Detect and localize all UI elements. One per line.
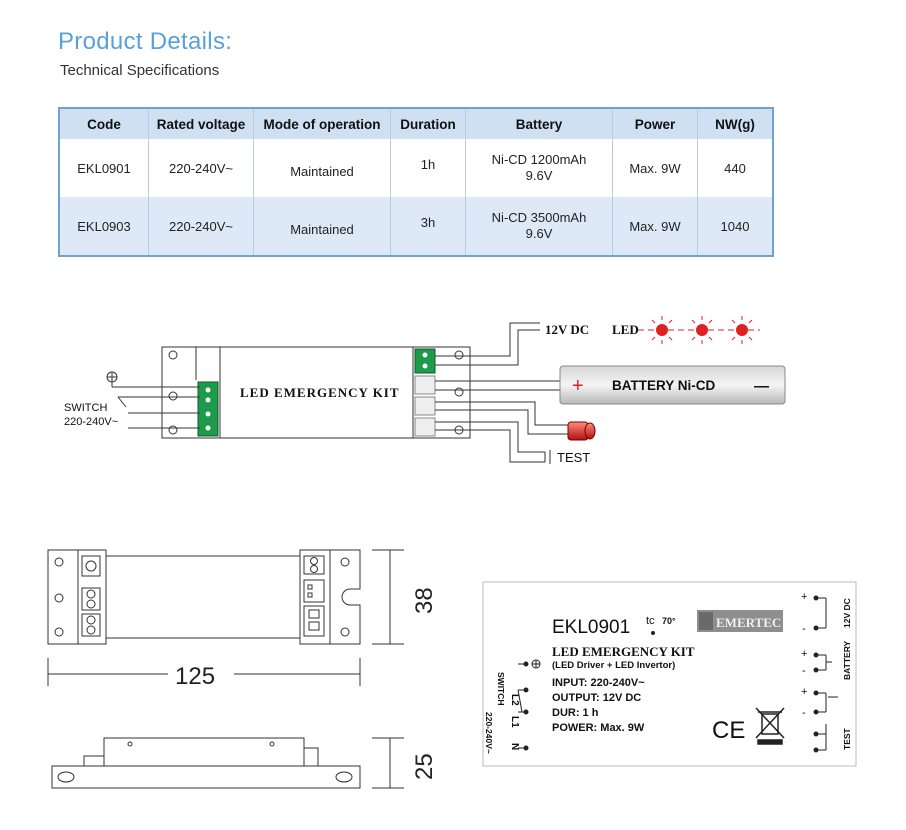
cell-code: EKL0901 xyxy=(59,139,149,197)
mains-label: 220-240V~ xyxy=(64,416,118,428)
mount-hole-icon xyxy=(454,350,464,360)
battery-label: BATTERY Ni-CD xyxy=(612,378,715,393)
kit-label: LED EMERGENCY KIT xyxy=(240,385,400,400)
test-label: TEST xyxy=(557,450,590,465)
page-title: Product Details: xyxy=(58,28,233,55)
terminal-l2: L2 xyxy=(509,694,520,706)
cell-battery: Ni-CD 1200mAh 9.6V xyxy=(465,139,613,197)
led-label: LED xyxy=(612,322,639,337)
page-subtitle: Technical Specifications xyxy=(60,62,220,79)
battery-pack xyxy=(559,365,786,405)
label-border xyxy=(482,581,857,767)
led-bulb-icon xyxy=(731,316,753,344)
col-header-power: Power xyxy=(612,108,698,139)
label-description: (LED Driver + LED Invertor) xyxy=(552,660,675,671)
ce-mark: CE xyxy=(712,717,745,744)
kit-housing xyxy=(161,346,471,439)
terminal-n: N xyxy=(509,743,520,750)
col-header-battery: Battery xyxy=(465,108,613,139)
label-tc: tc xyxy=(646,615,655,627)
dc-output-terminal xyxy=(414,348,436,374)
label-minus: - xyxy=(802,707,806,719)
side-view-drawing xyxy=(51,737,404,789)
col-header-code: Code xyxy=(59,108,149,139)
label-duration: DUR: 1 h xyxy=(552,707,599,719)
top-view-drawing xyxy=(47,549,404,686)
col-header-duration: Duration xyxy=(390,108,466,139)
label-12vdc-side: 12V DC xyxy=(842,598,852,628)
cell-duration: 3h xyxy=(390,197,466,256)
cell-battery: Ni-CD 3500mAh 9.6V xyxy=(465,197,613,256)
length-dimension: 125 xyxy=(175,663,215,690)
cell-power: Max. 9W xyxy=(612,197,698,256)
battery-voltage: 9.6V xyxy=(525,226,553,241)
cell-nw: 440 xyxy=(697,139,773,197)
label-minus: - xyxy=(802,623,806,635)
brand-logo-plate xyxy=(697,610,783,632)
mount-hole-icon xyxy=(454,387,464,397)
dc-label: 12V DC xyxy=(545,322,589,337)
height-dimension: 38 xyxy=(411,587,438,614)
col-header-nw: NW(g) xyxy=(697,108,773,139)
spec-table: Code Rated voltage Mode of operation Dur… xyxy=(58,107,774,257)
label-input: INPUT: 220-240V~ xyxy=(552,677,645,689)
mount-hole-icon xyxy=(168,391,178,401)
label-plus: + xyxy=(801,591,807,603)
led-bulb-icon xyxy=(651,316,673,344)
label-model: EKL0901 xyxy=(552,617,630,638)
table-row: EKL0901 220-240V~ Maintained 1h Ni-CD 12… xyxy=(59,139,773,197)
battery-plus: + xyxy=(572,375,584,397)
terminal-l1: L1 xyxy=(509,716,520,728)
label-battery-side: BATTERY xyxy=(842,640,852,680)
label-output: OUTPUT: 12V DC xyxy=(552,692,641,704)
cell-mode: Maintained xyxy=(253,139,391,197)
led-connector xyxy=(414,396,436,416)
test-connector xyxy=(414,417,436,437)
cell-power: Max. 9W xyxy=(612,139,698,197)
battery-voltage: 9.6V xyxy=(525,168,553,183)
battery-capacity: Ni-CD 3500mAh xyxy=(491,210,587,225)
cell-code: EKL0903 xyxy=(59,197,149,256)
label-test-side: TEST xyxy=(842,727,852,750)
col-header-mode: Mode of operation xyxy=(253,108,391,139)
switch-label: SWITCH xyxy=(64,402,107,414)
led-bulb-icon xyxy=(691,316,713,344)
mount-hole-icon xyxy=(168,425,178,435)
weee-bin-icon xyxy=(755,707,785,745)
label-plus: + xyxy=(801,686,807,698)
label-product-name: LED EMERGENCY KIT xyxy=(552,644,695,659)
battery-minus: — xyxy=(754,378,769,395)
table-row: EKL0903 220-240V~ Maintained 3h Ni-CD 35… xyxy=(59,197,773,256)
cell-duration: 1h xyxy=(390,139,466,197)
cell-nw: 1040 xyxy=(697,197,773,256)
battery-capacity: Ni-CD 1200mAh xyxy=(491,152,587,167)
cell-voltage: 220-240V~ xyxy=(148,197,254,256)
led-array xyxy=(638,316,760,344)
input-terminal-block xyxy=(197,381,219,437)
label-plus: + xyxy=(801,648,807,660)
label-minus: - xyxy=(802,665,806,677)
label-switch-side: SWITCH xyxy=(496,672,506,706)
brand-logo: EMERTEC xyxy=(716,615,781,630)
wiring-diagram xyxy=(106,322,786,464)
battery-connector xyxy=(414,375,436,395)
label-power: POWER: Max. 9W xyxy=(552,722,645,734)
cell-voltage: 220-240V~ xyxy=(148,139,254,197)
table-header-row: Code Rated voltage Mode of operation Dur… xyxy=(59,108,773,139)
switch-symbol-icon xyxy=(517,689,523,713)
product-label: EMERTEC xyxy=(482,581,857,767)
mount-hole-icon xyxy=(168,350,178,360)
label-tc-value: 70° xyxy=(662,616,676,626)
col-header-voltage: Rated voltage xyxy=(148,108,254,139)
label-mains-side: 220-240V~ xyxy=(484,712,494,754)
cell-mode: Maintained xyxy=(253,197,391,256)
depth-dimension: 25 xyxy=(411,753,438,780)
